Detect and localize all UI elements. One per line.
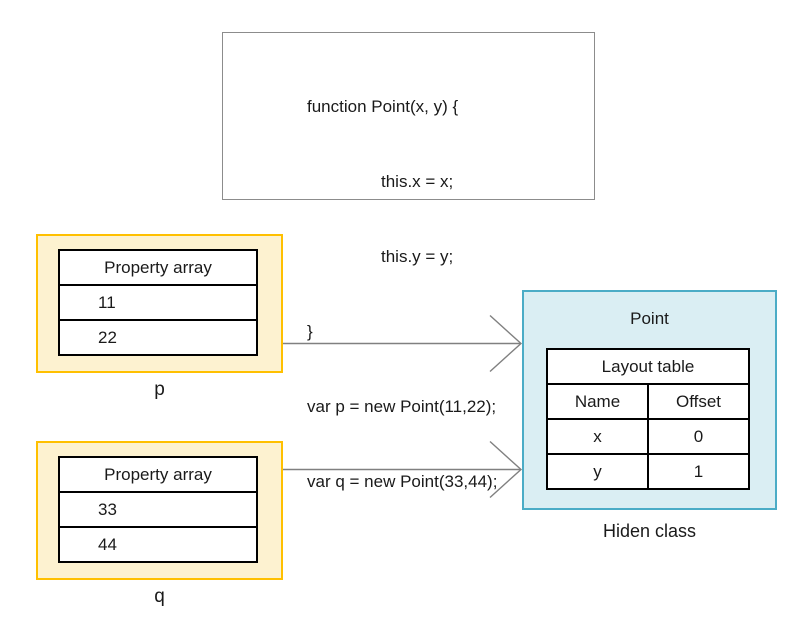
object-q-box: Property array 33 44 (36, 441, 283, 580)
hidden-class-label: Hiden class (602, 521, 697, 541)
name-cell: y (548, 455, 649, 488)
object-p-box: Property array 11 22 (36, 234, 283, 373)
property-array-table-q: Property array 33 44 (58, 456, 258, 563)
object-p-label: p (154, 379, 165, 400)
column-header-name: Name (548, 385, 649, 418)
property-value-cell: 22 (98, 328, 117, 347)
code-line: this.x = x; (381, 172, 454, 191)
property-value-cell: 11 (60, 286, 256, 321)
property-array-table-p: Property array 11 22 (58, 249, 258, 356)
code-snippet-box: function Point(x, y) { this.x = x; this.… (222, 32, 595, 491)
offset-cell: 0 (693, 427, 704, 446)
layout-table-header: Layout table (548, 350, 748, 385)
code-line: var p = new Point(11,22); (307, 397, 497, 416)
code-line: var q = new Point(33,44); (307, 472, 498, 491)
object-q-label: q (154, 586, 165, 607)
layout-table-row: y 1 (548, 455, 748, 488)
property-value-cell: 44 (98, 535, 117, 554)
layout-table-row: x 0 (548, 420, 748, 455)
layout-table: Layout table Name Offset x 0 y 1 (546, 348, 750, 490)
column-header-offset: Offset (675, 392, 722, 411)
hidden-class-title: Point (630, 309, 669, 328)
name-cell: x (548, 420, 649, 453)
code-line: this.y = y; (381, 247, 454, 266)
code-line: function Point(x, y) { (307, 97, 459, 116)
property-array-header: Property array (60, 251, 256, 286)
hidden-class-box: Point Layout table Name Offset x 0 y 1 (522, 290, 777, 510)
layout-table-column-row: Name Offset (548, 385, 748, 420)
offset-cell: 1 (693, 462, 704, 481)
property-value-cell: 33 (60, 493, 256, 528)
code-line: } (307, 322, 313, 341)
property-array-header: Property array (60, 458, 256, 493)
